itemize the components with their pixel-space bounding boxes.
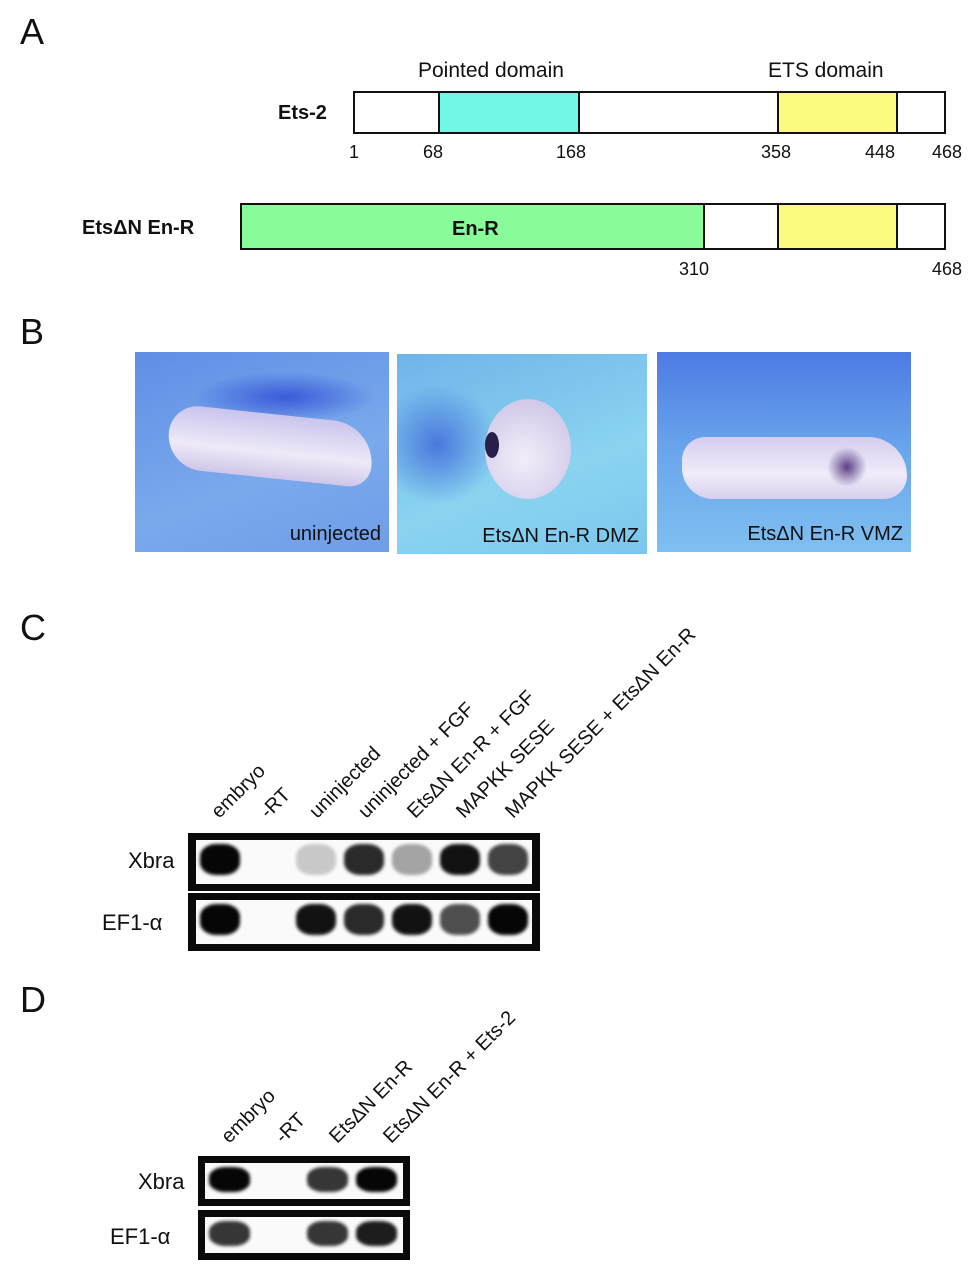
gel-band [296, 844, 336, 876]
panel-c-letter: C [20, 607, 46, 648]
gel-band [200, 904, 240, 936]
pointed-domain-box [438, 93, 580, 132]
gel-c-xbra [188, 833, 540, 891]
gel-row-label: EF1-α [102, 910, 163, 935]
gel-band [307, 1220, 348, 1246]
embryo-photo-uninjected: uninjected [135, 352, 389, 552]
lane-label: MAPKK SESE + EtsΔN En-R [501, 623, 701, 823]
lane-label: -RT [271, 1108, 311, 1148]
gel-d-xbra [198, 1156, 410, 1206]
gel-band [307, 1166, 348, 1192]
embryo-stain [485, 432, 499, 458]
ets2-tick: 168 [556, 142, 587, 162]
enr-domain-box [242, 205, 705, 248]
ets2-tick: 358 [761, 142, 792, 162]
ets2-protein-bar [353, 91, 946, 134]
ets-domain-box [777, 205, 898, 248]
ets-domain-box [777, 93, 898, 132]
panel-a-letter: A [20, 11, 45, 52]
photo-caption: EtsΔN En-R VMZ [747, 523, 903, 545]
gel-row-label: EF1-α [110, 1224, 171, 1249]
gel-d-ef1a [198, 1210, 410, 1260]
gel-band [392, 844, 432, 876]
gel-band [209, 1220, 250, 1246]
embryo-photo-dmz: EtsΔN En-R DMZ [397, 354, 647, 554]
ets2-tick: 1 [349, 142, 360, 162]
gel-band [356, 1220, 397, 1246]
gel-band [392, 904, 432, 936]
photo-caption: uninjected [289, 523, 381, 545]
gel-band [356, 1166, 397, 1192]
photo-caption: EtsΔN En-R DMZ [482, 525, 639, 547]
ets2-tick: 468 [932, 142, 963, 162]
ets2-name: Ets-2 [278, 102, 327, 124]
embryo-photo-vmz: EtsΔN En-R VMZ [657, 352, 911, 552]
gel-band [440, 904, 480, 936]
etsdn-tick: 310 [679, 259, 710, 279]
gel-band [488, 844, 528, 876]
ets2-tick: 448 [865, 142, 896, 162]
panel-b-letter: B [20, 311, 45, 352]
lane-label: embryo [217, 1084, 280, 1148]
lane-label: embryo [207, 759, 270, 823]
embryo-stain [827, 447, 867, 487]
ets2-tick: 68 [423, 142, 444, 162]
gel-band [296, 904, 336, 936]
etsdn-name: EtsΔN En-R [82, 217, 195, 239]
etsdn-tick: 468 [932, 259, 963, 279]
embryo [165, 403, 376, 489]
gel-band [200, 844, 240, 876]
gel-row-label: Xbra [138, 1169, 185, 1194]
gel-row-label: Xbra [128, 848, 175, 873]
enr-label: En-R [452, 218, 499, 240]
panel-d-letter: D [20, 979, 46, 1020]
gel-c-ef1a [188, 893, 540, 951]
gel-band [488, 904, 528, 936]
ets-domain-label: ETS domain [768, 59, 884, 82]
embryo [682, 437, 907, 499]
pointed-domain-label: Pointed domain [418, 59, 564, 82]
lane-label: -RT [256, 783, 296, 823]
gel-band [209, 1166, 250, 1192]
embryo [485, 399, 571, 499]
gel-band [344, 844, 384, 876]
gel-band [440, 844, 480, 876]
etsdn-protein-bar: En-R [240, 203, 946, 250]
gel-band [344, 904, 384, 936]
